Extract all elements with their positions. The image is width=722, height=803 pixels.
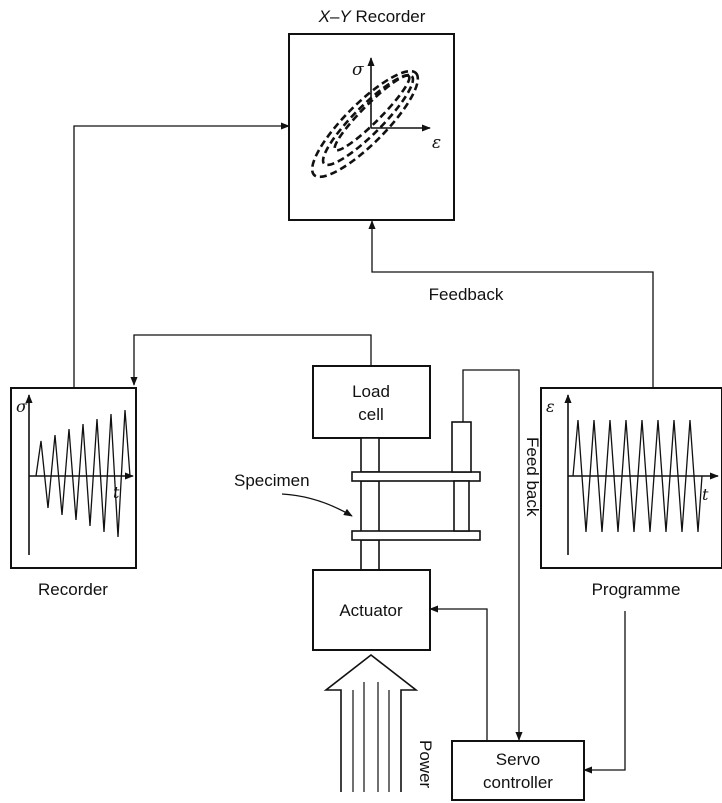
hysteresis-loop-middle [321, 73, 415, 167]
recorder-stress-waveform [35, 409, 131, 538]
displacement-transducer [451, 421, 472, 473]
servo-label-line1: Servo [496, 750, 540, 769]
actuator-label: Actuator [339, 601, 403, 620]
hysteresis-loops [310, 69, 420, 179]
power-label: Power [416, 740, 435, 789]
servo-controller-box [451, 740, 585, 801]
programme-caption: Programme [592, 580, 681, 599]
programme-strain-waveform [572, 419, 703, 533]
load-cell-label-line2: cell [358, 405, 384, 424]
frame-column-lower [360, 539, 380, 571]
signal-line-recorder-to-xy [73, 122, 290, 387]
actuator-box [312, 569, 431, 651]
servo-label-line2: controller [483, 773, 553, 792]
load-cell-label-line1: Load [352, 382, 390, 401]
recorder-box [10, 387, 137, 569]
feed-back-label: Feed back [523, 437, 542, 517]
programme-epsilon-label: ε [546, 397, 555, 416]
signal-line-servo-to-actuator [429, 605, 488, 740]
upper-crosshead [351, 471, 481, 482]
load-cell-box [312, 365, 431, 439]
hysteresis-loop-outer [310, 69, 420, 179]
recorder-time-label: t [113, 483, 120, 502]
programme-time-label: t [702, 485, 709, 504]
feedback-label: Feedback [429, 285, 504, 304]
programme-box [540, 387, 722, 569]
specimen-pointer [281, 493, 353, 517]
signal-line-programme-to-xy [368, 220, 654, 387]
signal-line-programme-to-servo [583, 611, 626, 774]
recorder-caption: Recorder [38, 580, 108, 599]
xy-recorder-title: X–Y Recorder [318, 7, 426, 26]
xy-epsilon-label: ε [432, 133, 441, 153]
displacement-post [453, 480, 470, 532]
feedback-line-to-servo [462, 369, 523, 741]
recorder-sigma-label: σ [16, 397, 28, 416]
frame-column-upper [360, 437, 380, 473]
hysteresis-loop-inner [333, 74, 411, 152]
specimen-label: Specimen [234, 471, 310, 490]
lower-crosshead [351, 530, 481, 541]
xy-sigma-label: σ [352, 60, 364, 80]
signal-line-loadcell-to-recorder [130, 334, 372, 386]
power-arrow [323, 653, 419, 792]
